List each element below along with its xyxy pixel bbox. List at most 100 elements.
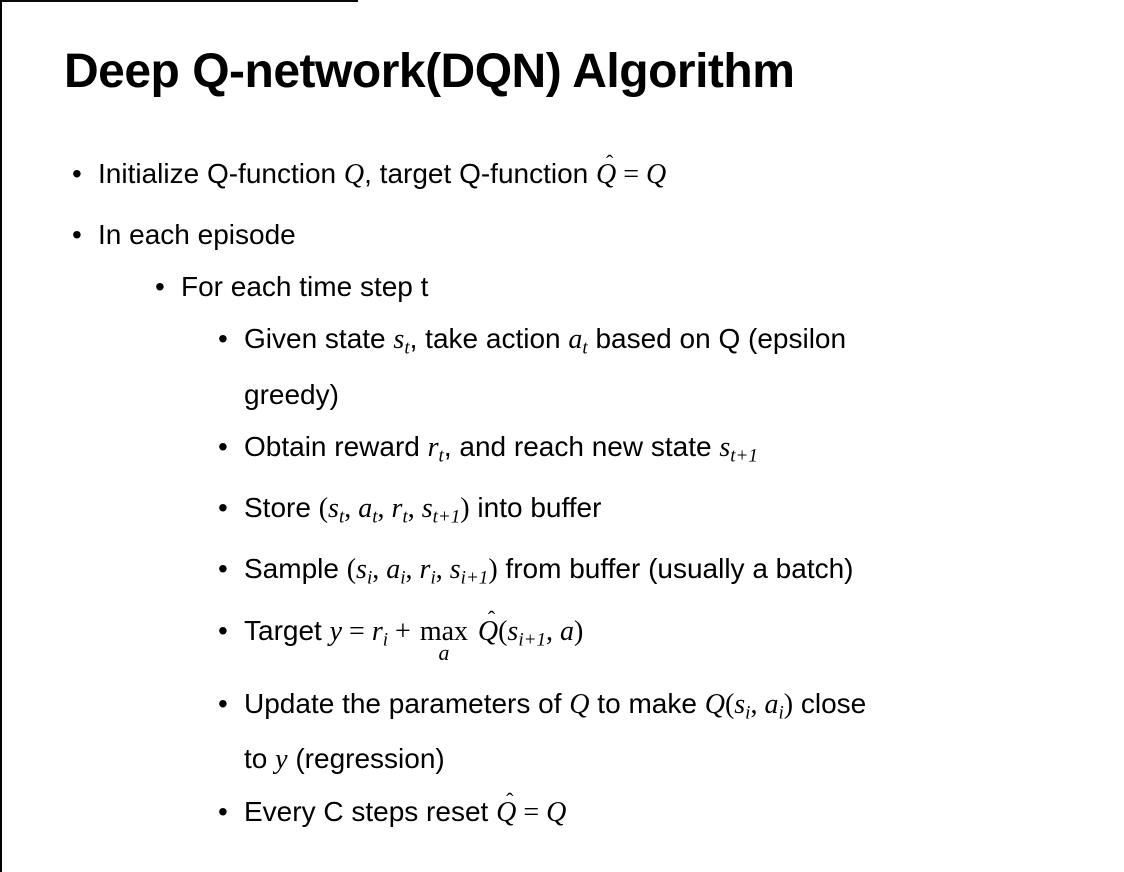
text: based on Q (epsilon [587, 323, 847, 355]
math-var: r [427, 431, 439, 463]
text: Sample [244, 553, 347, 585]
math-symbol: , [405, 554, 420, 586]
math-var: a [568, 324, 583, 356]
math-subscript: i [430, 567, 436, 589]
math-subscript: t+1 [432, 506, 461, 528]
math-symbol: , [435, 554, 450, 586]
text: In each episode [98, 219, 296, 251]
math-subscript: i+1 [460, 567, 489, 589]
math-var: r [371, 615, 383, 647]
math-subscript: i [382, 628, 389, 650]
math-subscript: t [438, 444, 444, 466]
math-var: a [559, 615, 574, 647]
math-var: Q [704, 688, 725, 720]
text: Update the parameters of [244, 687, 570, 719]
math-symbol: , [377, 492, 392, 524]
math-subscript: i+1 [518, 628, 546, 650]
bullet-marker: • [218, 491, 228, 523]
bullet-marker: • [72, 219, 82, 251]
bullet-list: •Initialize Q-function Q, target Q-funct… [64, 151, 1088, 836]
math-var: r [391, 492, 403, 524]
math-symbol: = [616, 159, 647, 191]
bullet-item: •Obtain reward rt, and reach new state s… [218, 424, 1088, 479]
math-subscript: i [400, 567, 406, 589]
bullet-item: •Update the parameters of Q to make Q(si… [218, 681, 1088, 783]
bullet-content: For each time step t [181, 264, 428, 310]
math-var: s [507, 615, 519, 647]
math-symbol: ) [573, 615, 584, 647]
math-symbol: ) [783, 688, 794, 720]
text: , take action [409, 323, 569, 355]
math-var: r [419, 554, 431, 586]
math-symbol: ( [724, 688, 735, 720]
math-symbol: ( [346, 554, 357, 586]
text: from buffer (usually a batch) [497, 553, 854, 585]
bullet-item: •Initialize Q-function Q, target Q-funct… [72, 151, 1088, 198]
math-var: s [421, 492, 433, 524]
math-subscript: t [404, 337, 410, 359]
math-var: y [329, 615, 343, 647]
text: into buffer [469, 491, 602, 523]
text: Obtain reward [244, 430, 428, 462]
slide-title: Deep Q-network(DQN) Algorithm [64, 45, 795, 98]
math-var: a [764, 688, 779, 720]
bullet-content: In each episode [98, 212, 296, 258]
text: , target Q-function [364, 158, 597, 190]
max-under-var: a [438, 640, 450, 665]
bullet-content: Update the parameters of Q to make Q(si,… [244, 681, 866, 783]
math-subscript: t+1 [730, 444, 758, 466]
math-subscript: i [778, 702, 784, 724]
math-var: Q [343, 159, 365, 191]
math-symbol: , [750, 688, 765, 720]
math-subscript: t [338, 506, 345, 528]
text: For each time step t [181, 271, 429, 303]
bullet-marker: • [72, 158, 82, 190]
math-symbol: , [407, 492, 422, 524]
math-symbol: ( [498, 615, 508, 647]
hat-icon: ˆ [487, 607, 496, 632]
text: , and reach new state [443, 430, 720, 462]
hat-icon: ˆ [506, 788, 514, 813]
bullet-item: •Sample (si, ai, ri, si+1) from buffer (… [218, 546, 1088, 601]
math-var: Q [569, 688, 590, 720]
math-var: Q [646, 159, 667, 191]
bullet-item: • For each time step t [155, 264, 1088, 310]
text: to [244, 743, 276, 775]
text: Given state [244, 323, 394, 355]
math-subscript: i [745, 702, 751, 724]
math-var: Q [546, 797, 567, 829]
math-symbol: , [344, 492, 359, 524]
bullet-content: Given state st, take action at based on … [244, 316, 846, 417]
math-var: a [386, 554, 401, 586]
bullet-marker: • [155, 271, 165, 303]
bullet-item: • In each episode [72, 212, 1088, 258]
text: Target [244, 614, 330, 646]
text: to make [589, 687, 705, 719]
hat-icon: ˆ [605, 150, 614, 175]
math-symbol: , [545, 615, 560, 647]
math-symbol: ) [460, 492, 470, 524]
math-var: s [719, 431, 731, 463]
bullet-content: Obtain reward rt, and reach new state st… [244, 424, 758, 479]
math-subscript: i [366, 567, 373, 589]
math-var: a [358, 492, 373, 524]
text: Store [244, 491, 319, 523]
bullet-marker: • [218, 796, 228, 828]
text: Initialize Q-function [98, 158, 344, 190]
math-subscript: t [582, 337, 588, 359]
math-symbol: ) [488, 554, 498, 586]
bullet-content: Store (st, at, rt, st+1) into buffer [244, 485, 601, 540]
math-var: s [393, 324, 405, 356]
math-symbol: + [388, 615, 418, 647]
text: Every C steps reset [244, 796, 497, 828]
math-var: s [328, 492, 339, 524]
text: greedy) [244, 378, 339, 410]
text: (regression) [287, 743, 445, 775]
